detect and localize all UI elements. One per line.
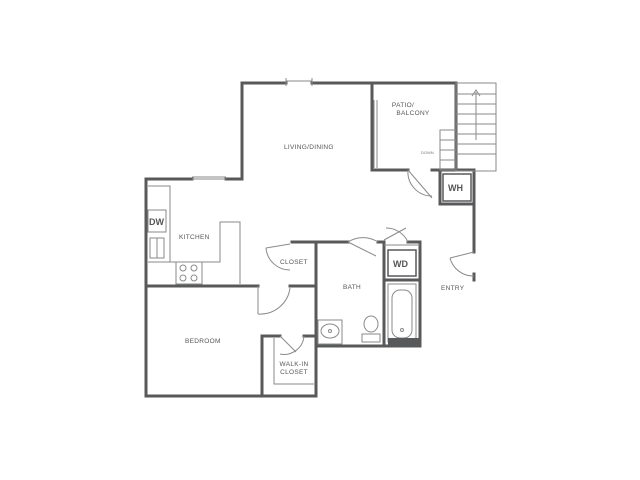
- thin-lines: [148, 78, 420, 284]
- kitchen-fixtures: [147, 209, 203, 285]
- room-patio-line1: PATIO/: [392, 102, 414, 109]
- utility-boxes: [387, 173, 472, 277]
- room-bedroom: BEDROOM: [185, 338, 221, 345]
- doors: [257, 169, 475, 355]
- room-walkin-line1: WALK-IN: [280, 361, 309, 368]
- room-kitchen: KITCHEN: [179, 234, 210, 241]
- washer-dryer-label: WD: [393, 259, 408, 269]
- stairs: [439, 82, 497, 172]
- room-closet: CLOSET: [280, 259, 308, 266]
- closet-shelving: [273, 338, 314, 385]
- water-heater-label: WH: [448, 183, 463, 193]
- room-walkin-line2: CLOSET: [280, 369, 308, 376]
- walls: [144, 81, 476, 398]
- room-living-dining: LIVING/DINING: [284, 144, 334, 151]
- room-patio-line2: BALCONY: [396, 110, 430, 117]
- bath-fixtures: [317, 283, 420, 346]
- room-entry: ENTRY: [441, 285, 465, 292]
- dishwasher-label: DW: [149, 217, 164, 227]
- room-bath: BATH: [343, 284, 361, 291]
- stair-note: DOWN: [421, 150, 434, 155]
